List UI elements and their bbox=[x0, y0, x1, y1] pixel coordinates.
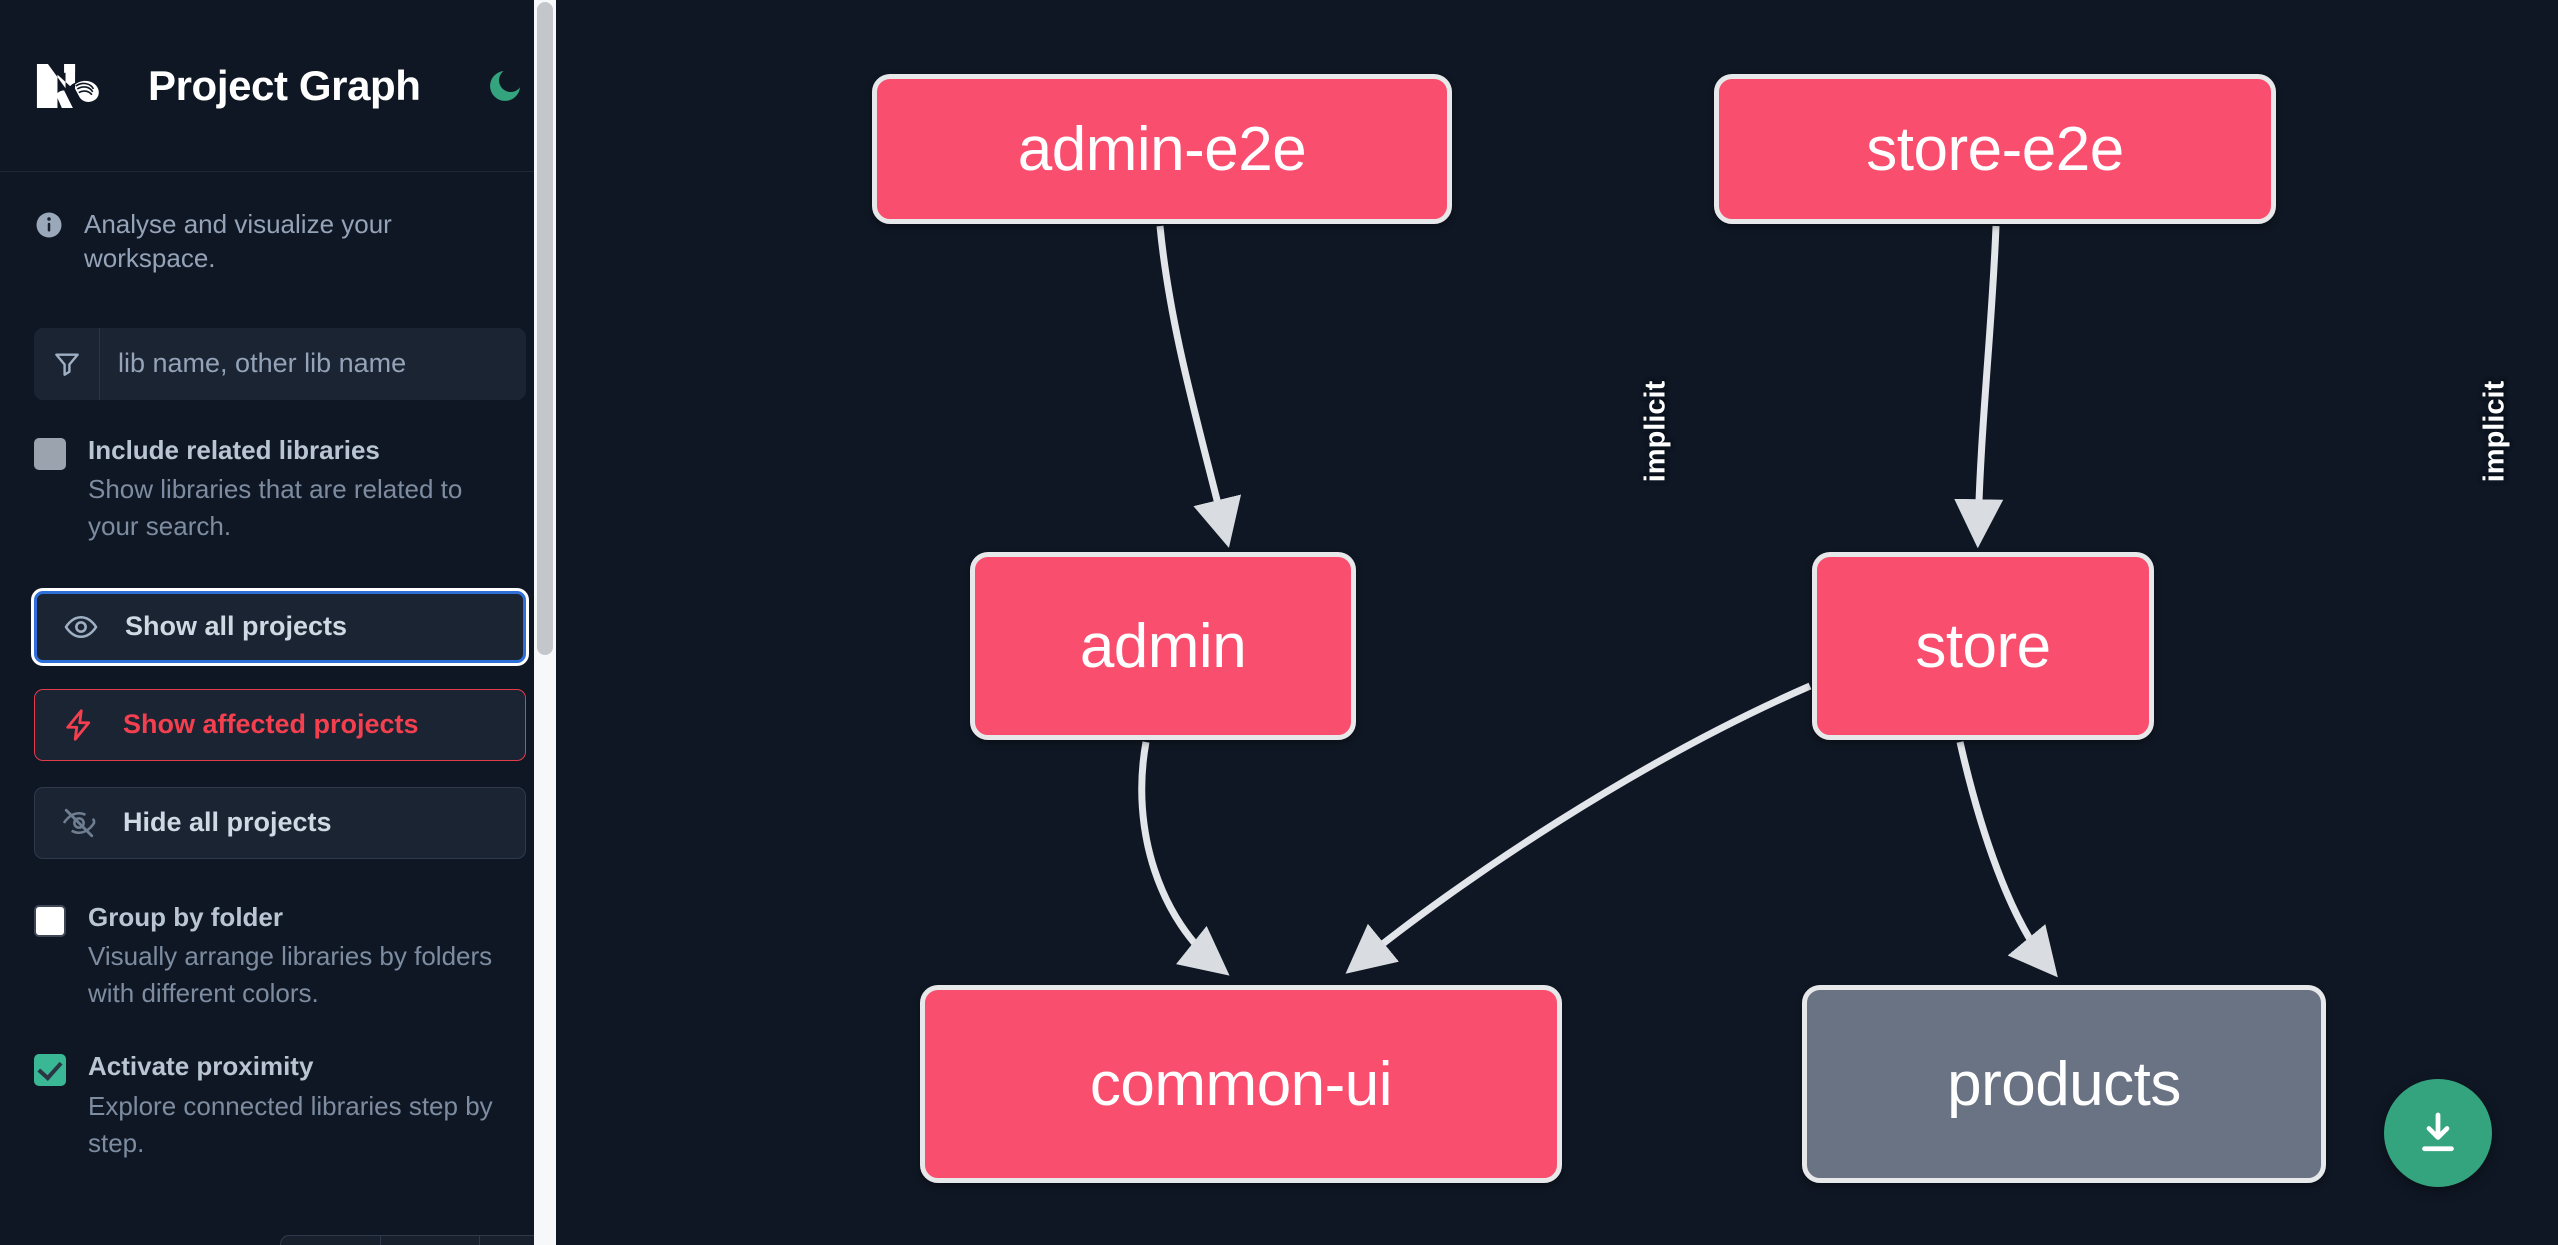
include-related-libraries-checkbox[interactable] bbox=[34, 437, 66, 470]
graph-canvas[interactable]: implicit implicit admin-e2e store-e2e ad… bbox=[560, 0, 2558, 1245]
edge-store-common-ui bbox=[1345, 682, 1812, 974]
nx-logo-icon bbox=[36, 63, 99, 108]
graph-node-admin-e2e[interactable]: admin-e2e bbox=[872, 74, 1452, 224]
eye-icon bbox=[63, 609, 101, 645]
download-icon bbox=[2422, 1112, 2454, 1152]
sidebar: Project Graph Analyse and visualize your… bbox=[0, 0, 560, 1245]
filter-icon bbox=[34, 327, 100, 400]
graph-node-store[interactable]: store bbox=[1812, 552, 2154, 740]
activate-proximity-description: Explore connected libraries step by step… bbox=[88, 1090, 493, 1158]
activate-proximity-checkbox[interactable] bbox=[34, 1054, 66, 1087]
workspace-description: Analyse and visualize your workspace. bbox=[0, 172, 560, 276]
page-title: Project Graph bbox=[148, 61, 421, 109]
include-related-libraries-description: Show libraries that are related to your … bbox=[88, 474, 463, 541]
theme-toggle-button[interactable] bbox=[485, 63, 526, 109]
group-by-folder-checkbox[interactable] bbox=[34, 904, 66, 937]
workspace-description-text: Analyse and visualize your workspace. bbox=[84, 209, 392, 273]
option-group-by-folder[interactable]: Group by folder Visually arrange librari… bbox=[0, 901, 560, 1012]
graph-edges bbox=[1138, 225, 2058, 978]
group-by-folder-description: Visually arrange libraries by folders wi… bbox=[88, 941, 493, 1009]
search-input[interactable] bbox=[100, 327, 526, 400]
hide-all-projects-button[interactable]: Hide all projects bbox=[34, 786, 526, 859]
eye-off-icon bbox=[61, 805, 99, 841]
graph-node-products[interactable]: products bbox=[1802, 985, 2326, 1183]
show-affected-projects-button[interactable]: Show affected projects bbox=[34, 688, 526, 761]
edge-admin-e2e-admin bbox=[1156, 225, 1242, 548]
proximity-step-decrease[interactable] bbox=[281, 1236, 381, 1245]
group-by-folder-label: Group by folder bbox=[88, 901, 283, 932]
info-icon bbox=[36, 212, 62, 238]
graph-action-buttons: Show all projects Show affected projects bbox=[0, 590, 560, 859]
edge-store-products bbox=[1956, 741, 2058, 978]
lightning-icon bbox=[61, 707, 99, 743]
graph-node-common-ui[interactable]: common-ui bbox=[920, 985, 1562, 1183]
download-graph-button[interactable] bbox=[2384, 1079, 2492, 1187]
sidebar-scrollbar-track[interactable] bbox=[534, 0, 556, 1245]
edge-store-e2e-store bbox=[1954, 225, 2004, 549]
include-related-libraries-label: Include related libraries bbox=[88, 434, 380, 465]
option-include-related-libraries[interactable]: Include related libraries Show libraries… bbox=[0, 434, 560, 545]
show-all-projects-label: Show all projects bbox=[125, 611, 348, 642]
option-activate-proximity[interactable]: Activate proximity Explore connected lib… bbox=[0, 1050, 560, 1161]
graph-node-admin[interactable]: admin bbox=[970, 552, 1356, 740]
sidebar-header: Project Graph bbox=[0, 0, 560, 172]
proximity-step-value[interactable] bbox=[381, 1236, 481, 1245]
show-affected-projects-label: Show affected projects bbox=[123, 709, 419, 740]
activate-proximity-label: Activate proximity bbox=[88, 1051, 314, 1082]
graph-node-store-e2e[interactable]: store-e2e bbox=[1714, 74, 2276, 224]
show-all-projects-button[interactable]: Show all projects bbox=[34, 590, 526, 663]
edge-admin-common-ui bbox=[1138, 741, 1230, 976]
hide-all-projects-label: Hide all projects bbox=[123, 807, 332, 838]
sidebar-content: Project Graph Analyse and visualize your… bbox=[0, 0, 560, 1245]
proximity-step-controls[interactable] bbox=[280, 1235, 560, 1245]
sidebar-scrollbar-thumb[interactable] bbox=[537, 2, 553, 655]
sidebar-edge bbox=[556, 0, 560, 1245]
search-field[interactable] bbox=[34, 327, 526, 400]
moon-icon bbox=[490, 70, 521, 101]
